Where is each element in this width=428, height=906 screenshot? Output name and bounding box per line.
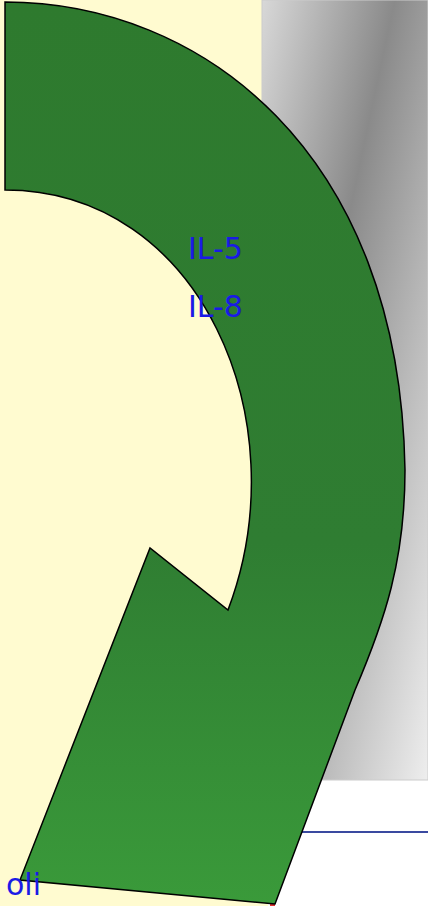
- cytokine-label: oli: [6, 868, 41, 901]
- curved-arrow: [5, 2, 405, 904]
- cytokine-label: IL-8: [188, 290, 243, 323]
- cytokine-label: IL-5: [188, 232, 243, 265]
